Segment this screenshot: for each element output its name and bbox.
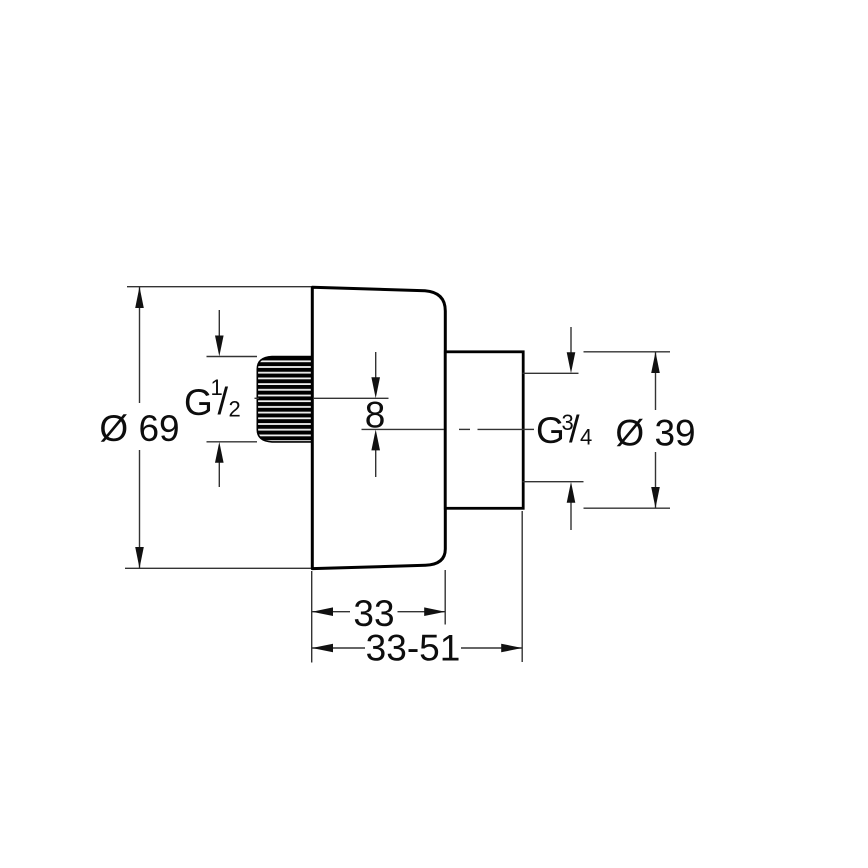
thread-label-denominator: 2 <box>229 397 241 422</box>
arrowhead-up-icon <box>135 286 144 308</box>
arrowhead-left-icon <box>312 643 333 653</box>
dim-axis-offset: 8 <box>313 352 389 477</box>
arrowhead-down-icon <box>566 352 576 374</box>
dim-label-mounting-depth: 33 <box>353 593 394 634</box>
dim-mounting-depth: 33 <box>311 570 446 663</box>
dim-outlet-thread: G 3 / 4 <box>522 327 592 530</box>
arrowhead-up-icon <box>371 429 380 451</box>
arrowhead-down-icon <box>135 547 144 569</box>
thread-label-prefix: G <box>536 410 565 451</box>
arrowhead-right-icon <box>424 607 446 616</box>
dim-label-body-diameter: Ø 69 <box>99 408 179 449</box>
dim-label-axis-offset: 8 <box>365 395 386 436</box>
knurled-inlet-thread <box>256 355 314 443</box>
thread-label-slash: / <box>569 409 580 451</box>
thread-label-slash: / <box>218 381 229 423</box>
thread-label-denominator: 4 <box>580 425 592 450</box>
dim-inlet-thread: G 1 / 2 <box>184 310 259 487</box>
arrowhead-up-icon <box>215 441 224 463</box>
arrowhead-up-icon <box>566 481 576 503</box>
arrowhead-left-icon <box>312 607 333 616</box>
thread-label-prefix: G <box>184 382 213 423</box>
dim-body-diameter: Ø 69 <box>99 286 311 569</box>
dim-label-outlet-diameter: Ø 39 <box>615 413 695 454</box>
valve-body-outline <box>310 285 447 571</box>
dim-mounting-depth-range: 33-51 <box>312 511 523 669</box>
arrowhead-right-icon <box>501 643 523 653</box>
arrowhead-down-icon <box>371 377 380 399</box>
dim-outlet-diameter: Ø 39 <box>583 351 696 509</box>
dim-label-mounting-depth-range: 33-51 <box>366 628 461 669</box>
thread-label-numerator: 1 <box>211 375 223 400</box>
arrowhead-up-icon <box>651 351 660 373</box>
thread-label-numerator: 3 <box>562 410 574 435</box>
arrowhead-down-icon <box>651 487 660 509</box>
arrowhead-down-icon <box>215 335 224 357</box>
